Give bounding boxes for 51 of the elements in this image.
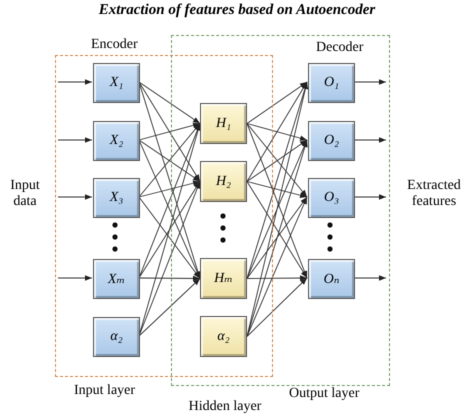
neuron-box: α₂	[200, 316, 247, 357]
neuron-box: X₂	[93, 121, 140, 161]
layer-label: Hidden layer	[188, 399, 262, 415]
group-title: Decoder	[316, 40, 364, 56]
arrow	[246, 275, 308, 281]
neuron-box: Xₘ	[93, 259, 140, 299]
group-title: Encoder	[91, 37, 138, 53]
neuron-box: H₂	[200, 161, 247, 202]
layer-label: Output layer	[289, 386, 360, 402]
neuron-box: O₃	[308, 178, 355, 218]
arrow	[354, 275, 386, 281]
neuron-box: H₁	[200, 103, 247, 144]
arrow	[246, 140, 308, 337]
neuron-box: X₁	[93, 63, 140, 103]
arrow	[58, 275, 92, 281]
arrow	[246, 196, 308, 279]
arrow	[246, 123, 308, 198]
arrow	[246, 140, 308, 182]
arrow	[138, 181, 200, 278]
arrow	[138, 82, 200, 124]
arrow	[138, 82, 200, 182]
neuron-box: X₃	[93, 178, 140, 218]
arrow	[246, 123, 308, 141]
arrow	[58, 137, 92, 143]
side-label: Extracted features	[406, 178, 462, 210]
arrow	[138, 140, 200, 182]
arrow	[246, 181, 308, 198]
arrow	[138, 122, 200, 140]
neuron-box: α₂	[93, 317, 140, 357]
arrow	[354, 137, 386, 143]
diagram-title: Extraction of features based on Autoencoder	[98, 2, 376, 19]
layer-label: Input layer	[74, 383, 136, 399]
arrow	[246, 82, 308, 182]
arrow	[58, 79, 92, 85]
arrow	[138, 278, 200, 336]
neuron-box: Oₙ	[308, 259, 355, 299]
arrow	[138, 180, 200, 198]
arrow	[58, 194, 92, 200]
arrow	[246, 181, 308, 278]
arrow	[138, 123, 200, 198]
arrow	[138, 196, 200, 279]
arrow	[138, 276, 200, 282]
neuron-box: Hₘ	[200, 258, 247, 299]
arrow	[354, 79, 386, 85]
neuron-box: O₁	[308, 63, 355, 103]
arrow	[246, 82, 308, 124]
arrow	[246, 196, 308, 337]
side-label: Input data	[9, 178, 41, 210]
neuron-box: O₂	[308, 121, 355, 161]
arrow	[354, 194, 386, 200]
arrow	[246, 278, 308, 337]
